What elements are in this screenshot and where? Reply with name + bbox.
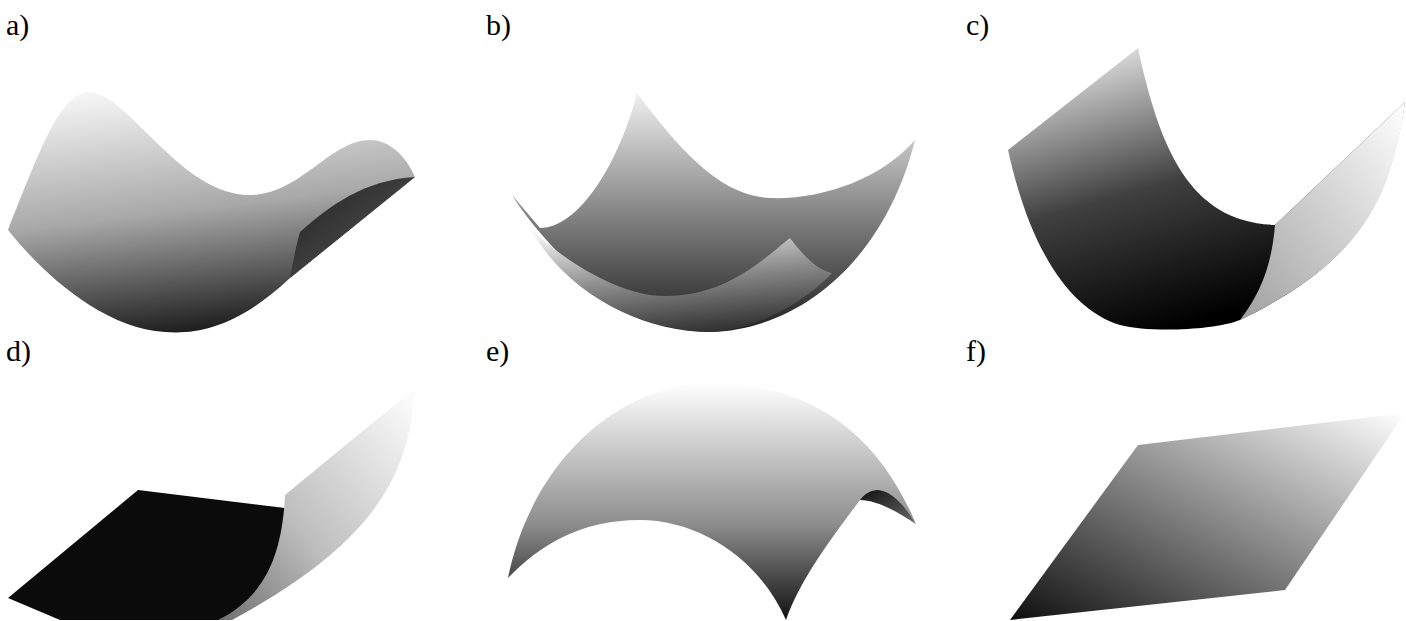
bowl-surface: [512, 93, 915, 332]
panel-label: e): [486, 336, 509, 366]
panel-label: d): [6, 336, 31, 366]
trough-side: [1240, 102, 1405, 320]
panel-label: c): [966, 10, 989, 40]
panel-label: a): [6, 10, 29, 40]
saddle-underside: [290, 177, 415, 278]
saddle-surface: [8, 92, 415, 332]
panel-label: f): [966, 336, 986, 366]
ramp-surface: [218, 388, 415, 620]
trough-surface: [1008, 48, 1405, 330]
dome-surface: [508, 383, 916, 620]
flat-floor: [8, 490, 285, 620]
bowl-front-lip: [530, 228, 832, 332]
dome-underside: [860, 490, 916, 524]
plane-surface: [1010, 413, 1405, 620]
panel-label: b): [486, 10, 511, 40]
